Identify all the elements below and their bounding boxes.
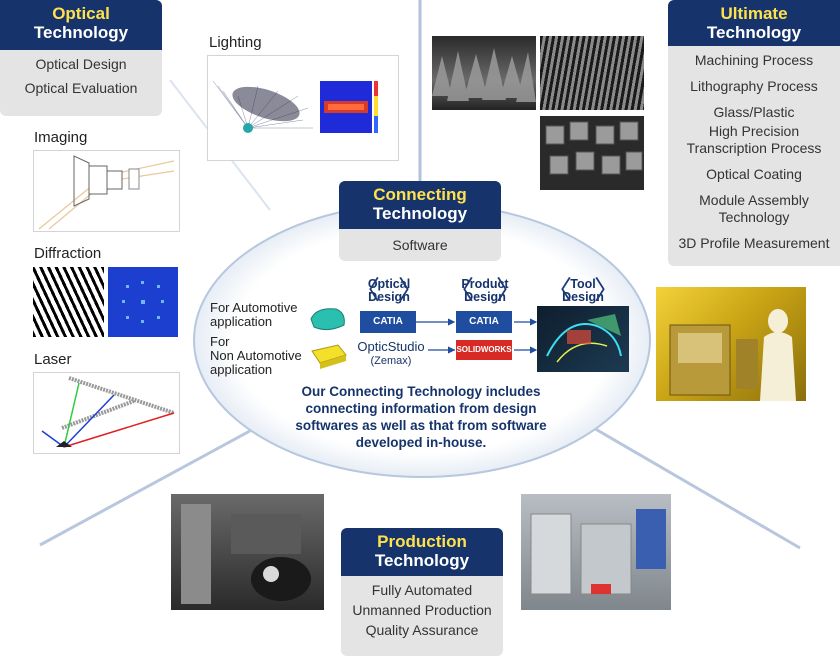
ultimate-item: Glass/Plastic	[713, 104, 795, 120]
diffraction-pattern-image	[33, 267, 104, 337]
optical-item: Optical Design	[35, 56, 127, 72]
production-item: Unmanned Production	[352, 602, 492, 618]
laser-label: Laser	[34, 351, 72, 368]
production-technology-title: Production Technology	[341, 528, 503, 576]
connecting-subtitle: Software	[339, 229, 501, 261]
ultimate-item: High Precision	[708, 123, 800, 139]
non-automotive-device-icon	[311, 344, 347, 369]
catia-logo-optical: CATIA	[360, 311, 416, 333]
lighting-label: Lighting	[209, 34, 262, 51]
stage-tool-design: 〈 Tool Design 〉	[546, 275, 620, 305]
diffraction-spots-image	[108, 267, 178, 337]
ultimate-item: Technology	[718, 209, 790, 225]
production-item: Quality Assurance	[365, 622, 479, 638]
non-automotive-label: For Non Automotive application	[210, 334, 302, 377]
ultimate-technology-title: Ultimate Technology	[668, 0, 840, 46]
sem-grating-image	[540, 36, 644, 110]
optical-technology-items: Optical Design Optical Evaluation	[0, 50, 162, 116]
tool-design-image	[537, 306, 629, 372]
ultimate-technology-items: Machining Process Lithography Process Gl…	[668, 46, 840, 266]
diffraction-label: Diffraction	[34, 245, 102, 262]
ultimate-item: Module Assembly	[699, 192, 809, 208]
optical-item: Optical Evaluation	[24, 80, 138, 96]
production-robot-photo	[171, 494, 324, 610]
sem-cones-image	[432, 36, 536, 110]
laser-image	[33, 372, 180, 454]
opticstudio-label: OpticStudio (Zemax)	[357, 339, 425, 368]
imaging-label: Imaging	[34, 129, 88, 146]
catia-logo-product: CATIA	[456, 311, 512, 333]
imaging-image	[33, 150, 180, 232]
lighting-image	[207, 55, 399, 161]
production-technology-items: Fully Automated Unmanned Production Qual…	[341, 576, 503, 656]
ultimate-item: Lithography Process	[690, 78, 818, 94]
sem-pillars-image	[540, 116, 644, 190]
ultimate-item: Transcription Process	[686, 140, 822, 156]
optical-technology-title: Optical Technology	[0, 0, 162, 50]
ultimate-item: Optical Coating	[706, 166, 802, 182]
production-line-photo	[521, 494, 671, 610]
ultimate-item: Machining Process	[694, 52, 814, 68]
stage-optical-design: 〈 Optical Design 〉	[354, 275, 424, 305]
solidworks-logo: SOLIDWORKS	[456, 340, 512, 360]
connecting-description: Our Connecting Technology includes conne…	[295, 384, 547, 450]
automotive-lamp-icon	[310, 308, 345, 331]
production-item: Fully Automated	[371, 582, 473, 598]
cleanroom-photo	[656, 287, 806, 401]
connecting-technology-title: Connecting Technology	[339, 181, 501, 229]
automotive-label: For Automotive application	[210, 300, 298, 329]
stage-product-design: 〈 Product Design 〉	[448, 275, 522, 305]
ultimate-item: 3D Profile Measurement	[678, 235, 830, 251]
